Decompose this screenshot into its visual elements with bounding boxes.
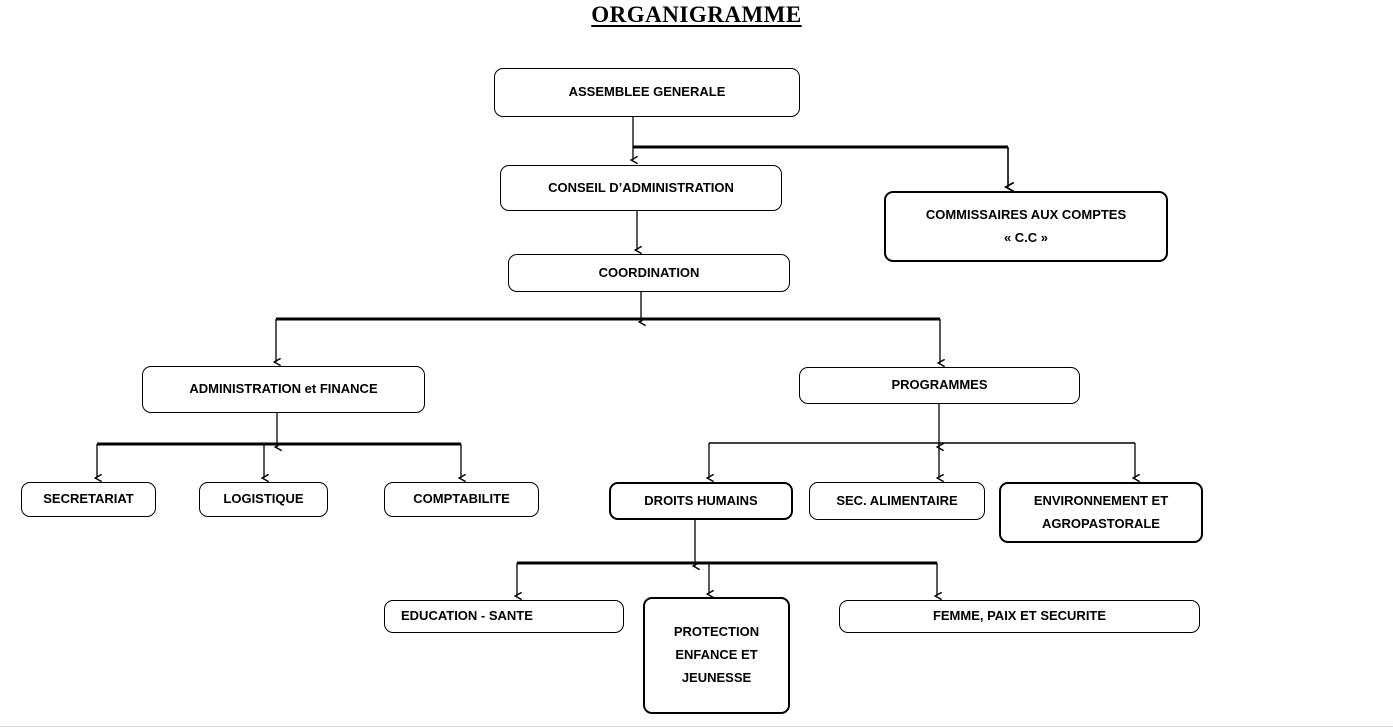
- node-label: SECRETARIAT: [43, 491, 134, 507]
- node-label-line-1: ENVIRONNEMENT ET: [1033, 492, 1169, 508]
- node-protection-enfance-jeunesse[interactable]: PROTECTION ENFANCE ET JEUNESSE: [643, 597, 790, 714]
- node-label-line-2: « C.C »: [1003, 229, 1049, 245]
- node-label-line-3: JEUNESSE: [681, 669, 752, 685]
- node-droits-humains[interactable]: DROITS HUMAINS: [609, 482, 793, 520]
- node-secretariat[interactable]: SECRETARIAT: [21, 482, 156, 517]
- node-sec-alimentaire[interactable]: SEC. ALIMENTAIRE: [809, 482, 985, 520]
- node-comptabilite[interactable]: COMPTABILITE: [384, 482, 539, 517]
- node-label: SEC. ALIMENTAIRE: [836, 492, 958, 508]
- node-commissaires-aux-comptes[interactable]: COMMISSAIRES AUX COMPTES « C.C »: [884, 191, 1168, 262]
- node-label-line-2: AGROPASTORALE: [1042, 515, 1160, 531]
- node-coordination[interactable]: COORDINATION: [508, 254, 790, 292]
- node-label-line-1: COMMISSAIRES AUX COMPTES: [925, 206, 1127, 222]
- node-label: EDUCATION - SANTE: [401, 608, 533, 624]
- node-label: PROGRAMMES: [891, 377, 988, 393]
- node-label-group: ENVIRONNEMENT ET AGROPASTORALE: [1009, 490, 1193, 536]
- node-label-group: COMMISSAIRES AUX COMPTES « C.C »: [894, 204, 1158, 250]
- node-label-line-2: ENFANCE ET: [675, 647, 758, 663]
- node-logistique[interactable]: LOGISTIQUE: [199, 482, 328, 517]
- node-environnement-agropastorale[interactable]: ENVIRONNEMENT ET AGROPASTORALE: [999, 482, 1203, 543]
- node-assemblee-generale[interactable]: ASSEMBLEE GENERALE: [494, 68, 800, 117]
- node-label: COMPTABILITE: [413, 491, 510, 507]
- node-label: ADMINISTRATION et FINANCE: [189, 381, 378, 397]
- node-label: ASSEMBLEE GENERALE: [568, 84, 726, 100]
- page-title-text: ORGANIGRAMME: [591, 2, 802, 27]
- node-femme-paix-securite[interactable]: FEMME, PAIX ET SECURITE: [839, 600, 1200, 633]
- node-label: COORDINATION: [598, 264, 700, 280]
- node-administration-finance[interactable]: ADMINISTRATION et FINANCE: [142, 366, 425, 413]
- node-label: DROITS HUMAINS: [644, 492, 758, 508]
- node-label: LOGISTIQUE: [223, 491, 304, 507]
- page-title: ORGANIGRAMME: [0, 2, 1393, 28]
- node-label: FEMME, PAIX ET SECURITE: [932, 608, 1107, 624]
- node-programmes[interactable]: PROGRAMMES: [799, 367, 1080, 404]
- node-label-line-1: PROTECTION: [673, 624, 760, 640]
- node-education-sante[interactable]: EDUCATION - SANTE: [384, 600, 624, 633]
- node-label: CONSEIL D’ADMINISTRATION: [548, 179, 734, 195]
- node-label-group: PROTECTION ENFANCE ET JEUNESSE: [653, 621, 780, 689]
- node-conseil-administration[interactable]: CONSEIL D’ADMINISTRATION: [500, 165, 782, 211]
